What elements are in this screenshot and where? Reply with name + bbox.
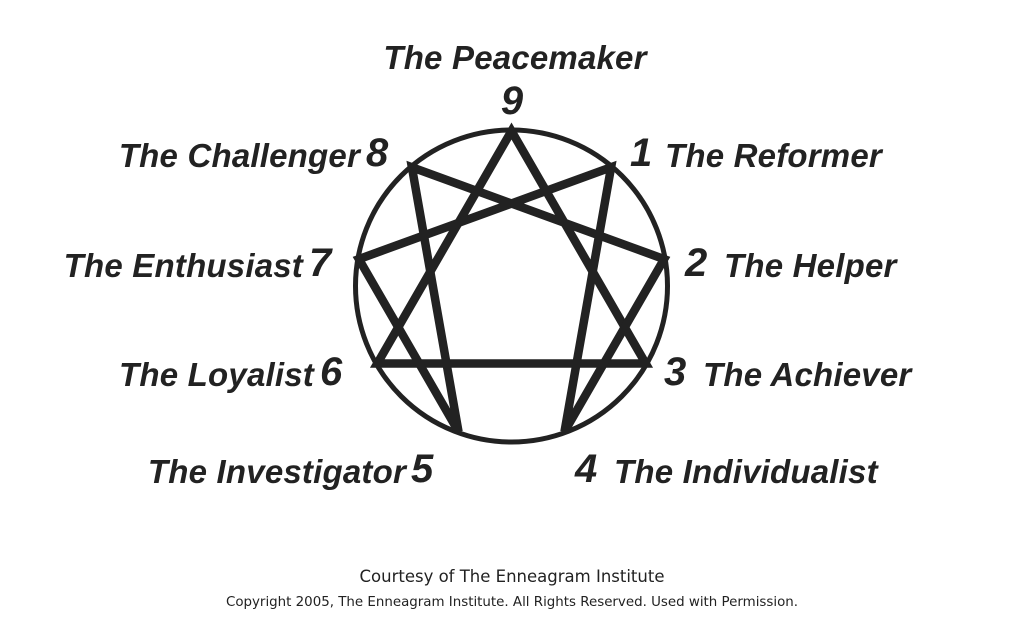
enneagram-circle bbox=[353, 127, 670, 445]
type-8-name: The Challenger bbox=[118, 137, 360, 174]
type-3-name: The Achiever bbox=[703, 356, 912, 393]
triangle-9-3-6 bbox=[369, 122, 654, 368]
copyright-text: Copyright 2005, The Enneagram Institute.… bbox=[225, 595, 799, 610]
type-1-number: 1 bbox=[630, 131, 653, 175]
type-1-name: The Reformer bbox=[665, 137, 882, 174]
type-4-number: 4 bbox=[575, 447, 598, 491]
type-9-number: 9 bbox=[500, 79, 524, 123]
type-8-number: 8 bbox=[366, 131, 389, 175]
type-7-number: 7 bbox=[309, 241, 332, 285]
type-6-name: The Loyalist bbox=[119, 356, 314, 393]
type-5-name: The Investigator bbox=[147, 453, 406, 490]
hexad-1-4-2-8-5-7 bbox=[352, 160, 671, 434]
type-2-number: 2 bbox=[685, 241, 708, 285]
type-7-name: The Enthusiast bbox=[63, 247, 303, 284]
type-4-name: The Individualist bbox=[614, 453, 878, 490]
courtesy-text: Courtesy of The Enneagram Institute bbox=[359, 567, 665, 586]
type-6-number: 6 bbox=[320, 350, 343, 394]
type-2-name: The Helper bbox=[724, 247, 897, 284]
type-9-name: The Peacemaker bbox=[383, 39, 647, 76]
type-5-number: 5 bbox=[411, 447, 434, 491]
type-3-number: 3 bbox=[664, 350, 687, 394]
